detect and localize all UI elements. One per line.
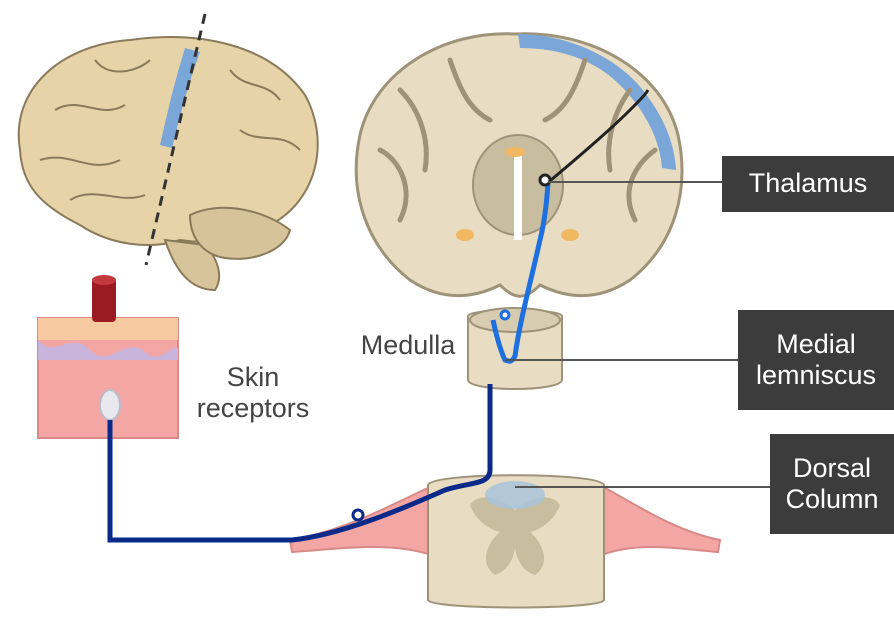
dorsal-column-label: Dorsal Column — [770, 434, 894, 534]
spinal-cord-section — [290, 475, 720, 607]
medulla-label: Medulla — [348, 330, 468, 361]
medial-lemniscus-label: Medial lemniscus — [738, 310, 894, 410]
thalamus-label: Thalamus — [722, 156, 894, 212]
skin-block — [38, 275, 178, 438]
skin-receptors-label: Skin receptors — [188, 362, 318, 424]
receptor — [100, 390, 120, 420]
coronal-brain-section — [356, 34, 682, 297]
lateral-brain — [19, 14, 318, 290]
